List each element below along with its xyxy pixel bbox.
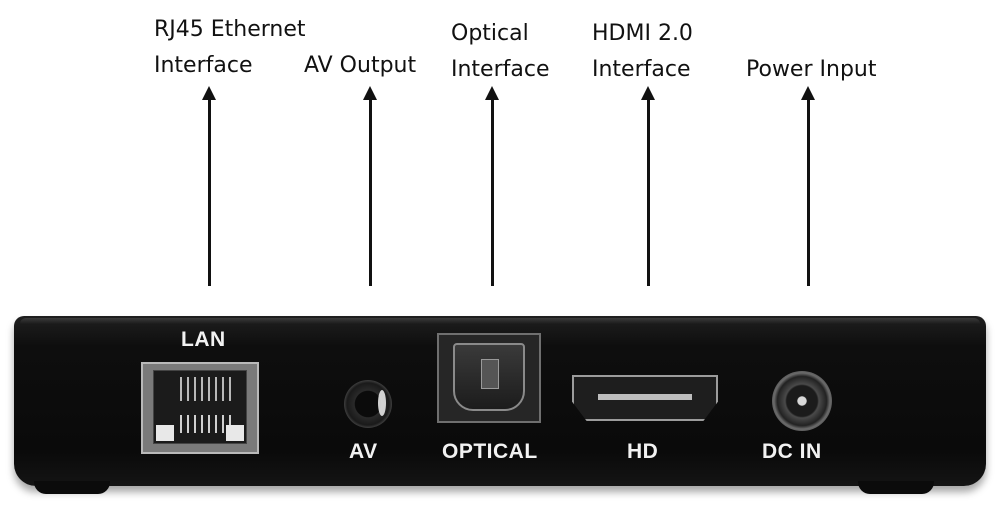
annotation-power: Power Input [746,52,876,88]
arrow-up-icon [641,86,655,286]
annotation-rj45-line2: Interface [154,53,253,78]
port-label-dc-in: DC IN [762,440,822,463]
annotation-hdmi-line2: Interface [592,57,691,82]
arrow-up-icon [801,86,815,286]
arrow-up-icon [363,86,377,286]
annotation-hdmi: HDMI 2.0 Interface [592,16,693,88]
arrow-up-icon [485,86,499,286]
device-foot-right [858,481,934,494]
port-label-optical: OPTICAL [442,440,538,463]
annotation-optical-line1: Optical [451,21,529,46]
annotation-av-output-line1: AV Output [304,53,417,78]
port-label-hd: HD [627,440,659,463]
port-label-av: AV [349,440,378,463]
annotation-rj45: RJ45 Ethernet Interface [154,12,306,84]
device-foot-left [34,481,110,494]
dc-in-port [772,371,832,431]
annotation-av-output: AV Output [304,48,416,84]
annotation-rj45-line1: RJ45 Ethernet [154,17,306,42]
annotation-power-line1: Power Input [746,57,877,82]
lan-port [141,362,259,454]
port-label-lan: LAN [181,328,226,351]
optical-port [437,333,541,423]
annotation-hdmi-line1: HDMI 2.0 [592,21,693,46]
arrow-up-icon [202,86,216,286]
av-port [344,380,392,428]
annotation-optical: Optical Interface [451,16,550,88]
annotation-optical-line2: Interface [451,57,550,82]
hdmi-port [572,375,718,421]
